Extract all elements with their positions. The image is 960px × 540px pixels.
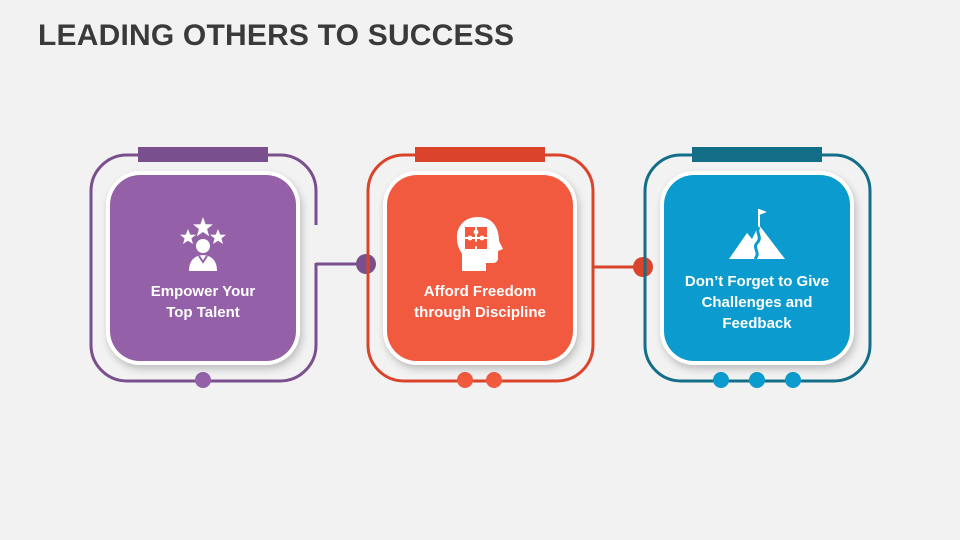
step-2-card: Afford Freedom through Discipline: [387, 175, 573, 361]
step-3-frame: [643, 147, 872, 388]
step-1-dot-1: [195, 372, 211, 388]
step-2-frame: [366, 147, 595, 388]
connector-2-3: [593, 257, 653, 277]
connector-1-2: [314, 254, 376, 274]
step-2-dot-1: [457, 372, 473, 388]
step-2-dot-2: [486, 372, 502, 388]
step-3-dot-3: [785, 372, 801, 388]
step-1-top-bar: [138, 147, 268, 162]
step-3-top-bar: [692, 147, 822, 162]
mountain-flag-icon: [729, 208, 785, 260]
step-3-dot-1: [713, 372, 729, 388]
page-title: LEADING OTHERS TO SUCCESS: [38, 19, 515, 52]
head-puzzle-icon: [456, 217, 503, 271]
step-1-frame: [89, 147, 318, 388]
step-2-label: Afford Freedom through Discipline: [414, 283, 546, 321]
step-3-card: Don’t Forget to Give Challenges and Feed…: [664, 175, 850, 361]
step-1-card: Empower Your Top Talent: [110, 175, 296, 361]
step-2-top-bar: [415, 147, 545, 162]
step-3-dot-2: [749, 372, 765, 388]
step-1-label: Empower Your Top Talent: [150, 283, 256, 321]
star-person-icon: [180, 217, 226, 271]
step-3-label: Don’t Forget to Give Challenges and Feed…: [684, 272, 830, 332]
